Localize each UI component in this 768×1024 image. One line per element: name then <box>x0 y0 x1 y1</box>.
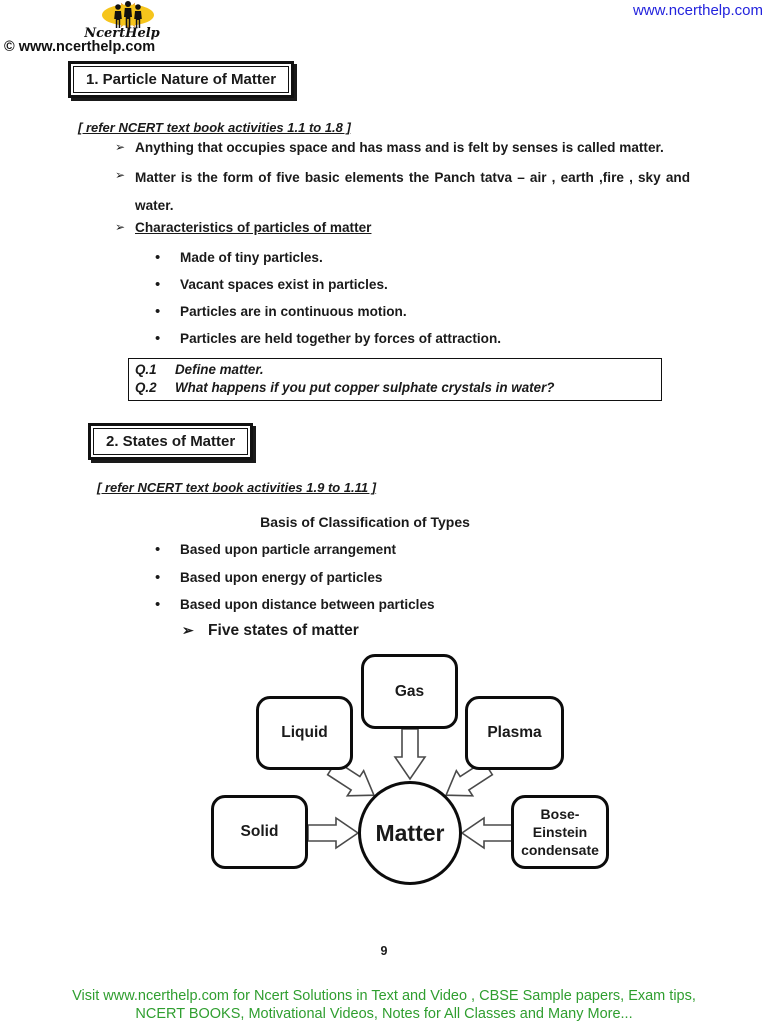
node-plasma: Plasma <box>465 696 564 770</box>
people-sunburst-icon <box>102 0 154 30</box>
footer-line-2: NCERT BOOKS, Motivational Videos, Notes … <box>135 1006 633 1022</box>
five-states-diagram: Gas Liquid Plasma Solid Bose-Einstein co… <box>180 645 620 895</box>
section2-refer-note: [ refer NCERT text book activities 1.9 t… <box>97 480 377 495</box>
question-label: Q.2 <box>135 380 157 395</box>
gas-arrow <box>394 728 426 780</box>
dot-bullet-icon: • <box>155 569 161 586</box>
basis-text: Based upon energy of particles <box>180 570 383 585</box>
basis-text: Based upon particle arrangement <box>180 542 397 557</box>
list-item: • Made of tiny particles. <box>155 249 675 266</box>
characteristics-heading: Characteristics of particles of matter <box>135 220 372 235</box>
dot-bullet-icon: • <box>155 330 161 347</box>
list-item: • Based upon energy of particles <box>155 569 675 586</box>
arrow-bullet-icon: ➢ <box>115 140 126 154</box>
characteristic-text: Particles are in continuous motion. <box>180 304 407 319</box>
brand-script-text: NcertHelp <box>84 26 160 41</box>
dot-bullet-icon: • <box>155 249 161 266</box>
copyright-text: © www.ncerthelp.com <box>4 39 156 55</box>
question-text: Define matter. <box>175 362 264 377</box>
section2-title: 2. States of Matter <box>93 428 249 455</box>
dot-bullet-icon: • <box>155 541 161 558</box>
list-item: • Based upon particle arrangement <box>155 541 675 558</box>
section1-heading-box: 1. Particle Nature of Matter <box>68 61 295 98</box>
list-item: ➢ Anything that occupies space and has m… <box>115 140 687 155</box>
question-row: Q.1 Define matter. <box>135 361 661 379</box>
arrow-bullet-icon: ➢ <box>115 220 126 234</box>
basis-text: Based upon distance between particles <box>180 597 435 612</box>
characteristic-text: Vacant spaces exist in particles. <box>180 277 388 292</box>
arrow-bullet-icon: ➢ <box>115 168 126 182</box>
question-label: Q.1 <box>135 362 157 377</box>
classification-subheading: Basis of Classification of Types <box>260 514 470 530</box>
footer-line-1: Visit www.ncerthelp.com for Ncert Soluti… <box>72 988 696 1004</box>
node-bose-einstein: Bose-Einstein condensate <box>511 795 609 869</box>
solid-arrow <box>307 817 359 849</box>
page-number: 9 <box>380 944 388 958</box>
list-item: • Particles are held together by forces … <box>155 330 675 347</box>
section2-heading-box: 2. States of Matter <box>88 423 254 460</box>
characteristic-text: Particles are held together by forces of… <box>180 331 502 346</box>
list-item: ➢ Characteristics of particles of matter <box>115 220 687 235</box>
list-item: ➢ Matter is the form of five basic eleme… <box>115 164 690 220</box>
dot-bullet-icon: • <box>155 303 161 320</box>
five-states-text: Five states of matter <box>208 622 359 639</box>
node-solid: Solid <box>211 795 308 869</box>
list-item: • Particles are in continuous motion. <box>155 303 675 320</box>
dot-bullet-icon: • <box>155 596 161 613</box>
question-box: Q.1 Define matter. Q.2 What happens if y… <box>128 358 662 401</box>
node-matter: Matter <box>358 781 462 885</box>
section1-title: 1. Particle Nature of Matter <box>73 66 290 93</box>
site-link[interactable]: www.ncerthelp.com <box>632 2 763 19</box>
point-text: Matter is the form of five basic element… <box>135 170 690 213</box>
point-text: Anything that occupies space and has mas… <box>135 140 664 155</box>
arrow-bullet-icon: ➢ <box>182 622 194 638</box>
node-liquid: Liquid <box>256 696 353 770</box>
node-gas: Gas <box>361 654 458 729</box>
question-text: What happens if you put copper sulphate … <box>175 380 555 395</box>
five-states-heading: ➢ Five states of matter <box>182 622 359 640</box>
dot-bullet-icon: • <box>155 276 161 293</box>
section1-refer-note: [ refer NCERT text book activities 1.1 t… <box>78 120 351 135</box>
question-row: Q.2 What happens if you put copper sulph… <box>135 379 661 397</box>
list-item: • Based upon distance between particles <box>155 596 675 613</box>
characteristic-text: Made of tiny particles. <box>180 250 323 265</box>
bose-arrow <box>461 817 513 849</box>
list-item: • Vacant spaces exist in particles. <box>155 276 675 293</box>
